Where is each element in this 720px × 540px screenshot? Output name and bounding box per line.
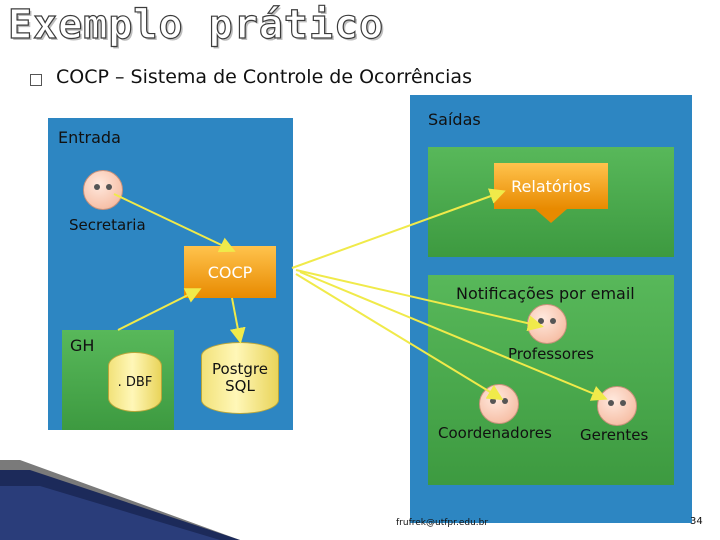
cocp-box: COCP xyxy=(184,246,276,298)
dbf-label: . DBF xyxy=(117,374,153,390)
arrow-cocp-professores xyxy=(295,269,544,332)
arrow-cocp-gerentes xyxy=(299,271,608,401)
footer-email: frufrek@utfpr.edu.br xyxy=(396,518,489,528)
arrow-gh-cocp xyxy=(117,288,202,331)
arrow-cocp-relatorios xyxy=(291,188,506,269)
relatorios-box: Relatórios xyxy=(494,163,608,209)
bullet-checkbox-icon xyxy=(30,74,42,86)
postgre-database-icon: Postgre SQL xyxy=(201,342,279,414)
arrow-secretaria-cocp xyxy=(113,193,236,253)
page-number: 34 xyxy=(690,516,703,527)
page-title: Exemplo prático xyxy=(7,1,385,48)
coordenadores-label: Coordenadores xyxy=(438,424,552,442)
secretaria-label: Secretaria xyxy=(69,216,146,234)
saidas-label: Saídas xyxy=(428,110,481,129)
gerentes-label: Gerentes xyxy=(580,426,649,444)
professores-label: Professores xyxy=(508,345,594,363)
relatorios-label: Relatórios xyxy=(511,176,591,196)
arrow-cocp-coordenadores xyxy=(295,273,504,401)
arrow-cocp-postgre xyxy=(229,297,246,344)
notificacoes-label: Notificações por email xyxy=(456,284,635,303)
postgre-label: Postgre SQL xyxy=(212,360,268,395)
decorative-stripes xyxy=(0,460,240,540)
dbf-database-icon: . DBF xyxy=(108,352,162,412)
entrada-label: Entrada xyxy=(58,128,121,147)
gh-label: GH xyxy=(70,336,95,355)
bullet-text: COCP – Sistema de Controle de Ocorrência… xyxy=(56,66,472,88)
cocp-label: COCP xyxy=(207,262,253,282)
secretaria-person-icon xyxy=(83,170,123,210)
